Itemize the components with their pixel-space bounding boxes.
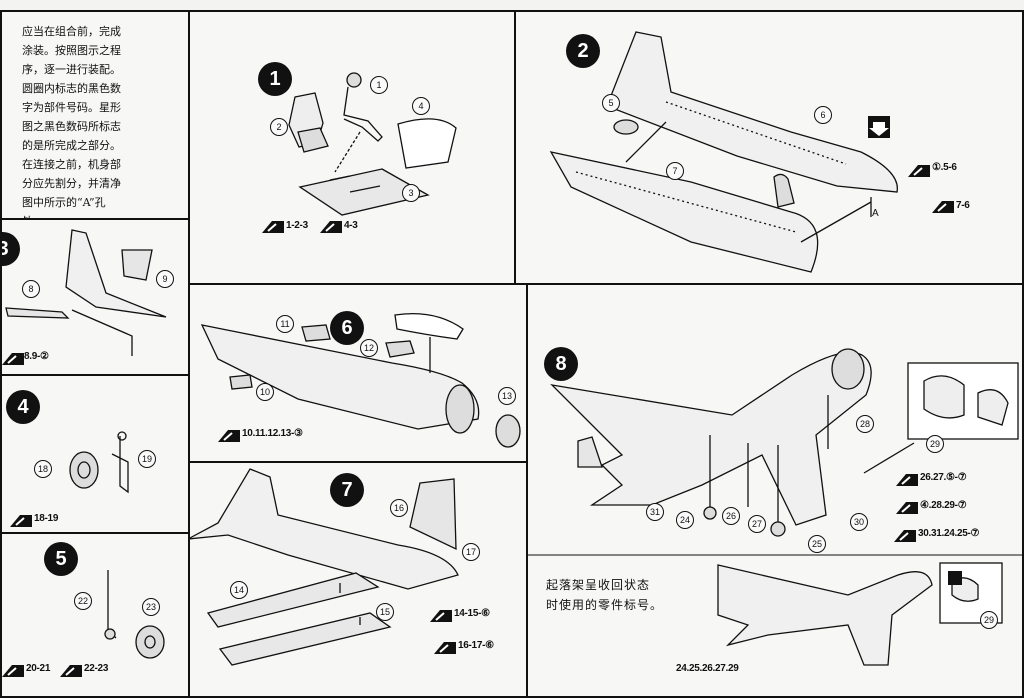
step-5-number: 5 [44,542,78,576]
step-7-drawing [190,468,459,666]
step-7-glue-a: 14-15-⑥ [454,608,490,619]
callout-inset-part-29: 29 [980,611,998,629]
glue-icon [896,471,918,486]
callout-part-3: 3 [402,184,420,202]
step-3-glue: 8.9-② [24,351,49,362]
callout-part-16: 16 [390,499,408,517]
step-8-number: 8 [544,347,578,381]
callout-part-8: 8 [22,280,40,298]
step-4-glue: 18-19 [34,513,59,524]
step-2-panel: 2 5 6 7 A ①.5-6 7-6 [514,10,1024,285]
step-1-glue-a: 1-2-3 [286,220,308,231]
step-4-panel: 4 18 19 18-19 [0,374,190,534]
glue-icon [894,527,916,542]
glue-icon [218,427,240,442]
glue-icon [434,639,456,654]
callout-part-19: 19 [138,450,156,468]
step-7-glue-b: 16-17-⑥ [458,640,494,651]
step-8-drawing [528,348,1022,666]
callout-part-29: 29 [926,435,944,453]
step-7-number: 7 [330,473,364,507]
step-6-glue: 10.11.12.13-③ [242,428,303,439]
callout-part-15: 15 [376,603,394,621]
callout-part-2: 2 [270,118,288,136]
step-2-glue-b: 7-6 [956,200,970,211]
callout-part-10: 10 [256,383,274,401]
glue-icon [2,662,24,677]
intro-panel: 应当在组合前，完成 涂装。按照图示之程 序，逐一进行装配。 圆圈内标志的黑色数 … [0,10,190,220]
step-3-drawing [5,229,167,356]
callout-part-31: 31 [646,503,664,521]
callout-part-4: 4 [412,97,430,115]
step-5-glue-b: 22-23 [84,663,109,674]
step-5-panel: 5 22 23 20-21 22-23 [0,532,190,698]
callout-part-22: 22 [74,592,92,610]
step-6-drawing [200,312,521,448]
callout-part-5: 5 [602,94,620,112]
callout-part-7: 7 [666,162,684,180]
callout-part-18: 18 [34,460,52,478]
step-8-panel: 8 24 25 26 27 28 29 30 31 26.27 [526,283,1024,698]
callout-part-11: 11 [276,315,294,333]
step-8-glue-b: ④.28.29-⑦ [920,500,967,511]
glue-icon [2,350,24,365]
callout-part-17: 17 [462,543,480,561]
glue-icon [932,198,954,213]
callout-part-9: 9 [156,270,174,288]
glue-icon [908,162,930,177]
callout-part-23: 23 [142,598,160,616]
step-3-number: 3 [2,232,20,266]
glue-icon [60,662,82,677]
glue-icon [430,607,452,622]
step-6-panel: 6 10 11 12 13 10.11.12.13-③ [188,283,528,463]
callout-part-26: 26 [722,507,740,525]
callout-part-14: 14 [230,581,248,599]
callout-part-24: 24 [676,511,694,529]
callout-part-30: 30 [850,513,868,531]
step-2-number: 2 [566,34,600,68]
callout-part-13: 13 [498,387,516,405]
step-6-number: 6 [330,311,364,345]
callout-part-1: 1 [370,76,388,94]
step-3-panel: 3 8 9 8.9-② [0,218,190,376]
step-7-panel: 7 14 15 16 17 14-15-⑥ 16-17-⑥ [188,461,528,698]
step-1-glue-b: 4-3 [344,220,358,231]
step-8-glue-a: 26.27.⑤-⑦ [920,472,967,483]
step-1-drawing [288,72,457,216]
intro-text: 应当在组合前，完成 涂装。按照图示之程 序，逐一进行装配。 圆圈内标志的黑色数 … [22,25,121,218]
glue-icon [262,218,284,233]
callout-part-25: 25 [808,535,826,553]
step-1-panel: 1 1 2 3 4 1-2-3 4-3 [188,10,516,285]
glue-icon [320,218,342,233]
glue-icon [896,499,918,514]
step-2-drawing [549,31,898,273]
glue-icon [10,512,32,527]
step-1-number: 1 [258,62,292,96]
retract-parts: 24.25.26.27.29 [676,663,739,674]
step-4-number: 4 [6,390,40,424]
callout-part-28: 28 [856,415,874,433]
callout-part-27: 27 [748,515,766,533]
callout-part-6: 6 [814,106,832,124]
step-4-drawing [69,431,129,494]
step-5-drawing [104,570,165,659]
retract-note: 起落架呈收回状态 时使用的零件标号。 [546,578,664,612]
callout-part-12: 12 [360,339,378,357]
step-8-glue-c: 30.31.24.25-⑦ [918,528,980,539]
step-5-glue-a: 20-21 [26,663,51,674]
marker-a: A [872,208,879,219]
step-2-glue-a: ①.5-6 [932,162,957,173]
